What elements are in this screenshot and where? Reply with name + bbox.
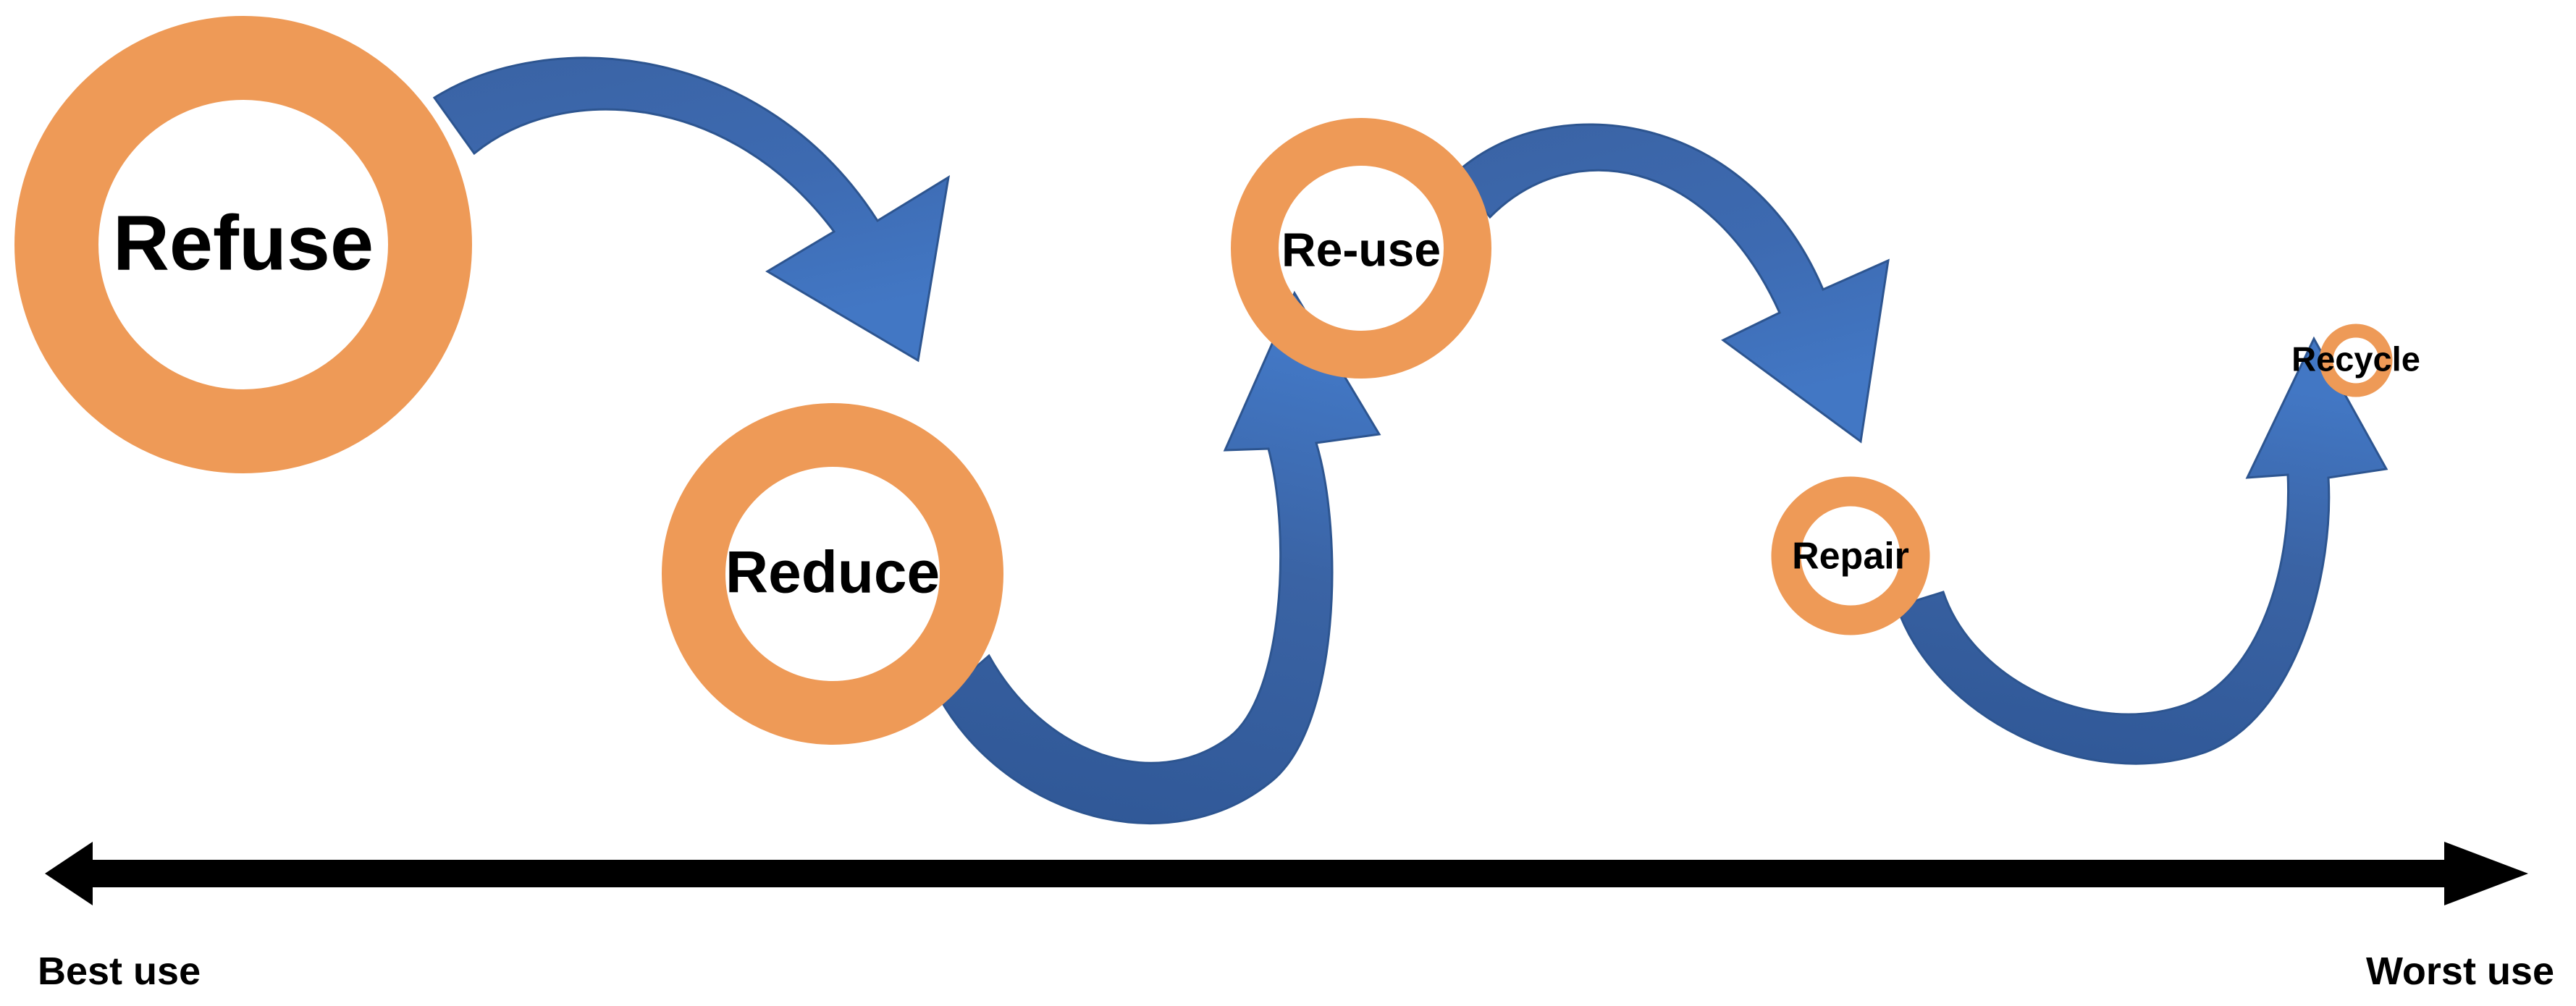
stage-ring-repair[interactable]: Repair — [1771, 476, 1930, 635]
repair-label: Repair — [1792, 536, 1909, 578]
reduce-ring-circle — [662, 403, 1003, 745]
repair-ring-circle — [1771, 476, 1930, 635]
recycle-ring-circle — [2319, 324, 2393, 397]
re-use-ring-circle — [1231, 118, 1491, 379]
connector-refuse-to-reduce — [432, 56, 951, 363]
axis-left-arrowhead — [45, 842, 93, 905]
refuse-label: Refuse — [113, 199, 374, 287]
stage-ring-re-use[interactable]: Re-use — [1231, 118, 1491, 379]
stage-ring-refuse[interactable]: Refuse — [14, 16, 472, 473]
connector-re-use-to-repair — [1453, 123, 1890, 444]
connector-repair-to-recycle — [1895, 336, 2388, 765]
best-use-label: Best use — [38, 950, 201, 993]
reduce-label: Reduce — [725, 540, 940, 606]
recycle-label: Recycle — [2291, 339, 2420, 378]
axis-right-arrowhead — [2444, 842, 2528, 905]
best-worst-axis — [45, 842, 2528, 905]
worst-use-label: Worst use — [2366, 950, 2554, 993]
connector-reduce-to-re-use — [938, 290, 1381, 824]
stage-ring-reduce[interactable]: Reduce — [662, 403, 1003, 745]
re-use-label: Re-use — [1281, 222, 1441, 276]
axis-shaft — [87, 860, 2447, 887]
stage-ring-recycle[interactable]: Recycle — [2291, 324, 2420, 397]
refuse-ring-circle — [14, 16, 472, 473]
